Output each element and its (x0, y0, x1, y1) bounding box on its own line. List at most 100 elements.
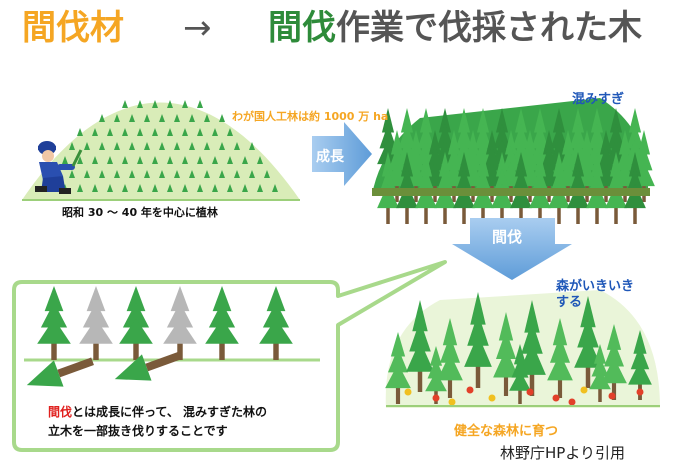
seedling-icon (227, 128, 233, 136)
seedling-icon (159, 114, 165, 122)
seedling-icon (152, 184, 158, 192)
flowers (404, 386, 644, 406)
remaining-tree-icon (119, 286, 153, 360)
title-arrow: → (183, 8, 212, 48)
seedling-icon (122, 156, 128, 164)
explanation-bubble (12, 260, 447, 452)
seedling-icon (249, 170, 255, 178)
seedling-icon (152, 100, 158, 108)
seedling-icon (77, 184, 83, 192)
seedling-icon (204, 170, 210, 178)
thinned-tree-icon (163, 286, 197, 360)
seedling-icon (152, 128, 158, 136)
source-label: 林野庁HPより引用 (500, 444, 626, 462)
seedling-icon (137, 128, 143, 136)
seedling-icon (197, 100, 203, 108)
remaining-tree-icon (205, 286, 239, 360)
seedling-icon (84, 142, 90, 150)
seedling-icon (227, 156, 233, 164)
area-label: わが国人工林は約 1000 万 ha (232, 110, 389, 123)
seedling-icon (204, 114, 210, 122)
seedling-icon (219, 170, 225, 178)
crowded-tree-icon (510, 152, 532, 224)
healthy-tree-icon (574, 296, 602, 388)
seedling-icon (197, 128, 203, 136)
seedling-icon (92, 156, 98, 164)
seedling-icon (174, 114, 180, 122)
healthy-tree-icon (601, 324, 627, 400)
seedling-icon (182, 100, 188, 108)
seedling-icon (257, 156, 263, 164)
seedling-icon (92, 184, 98, 192)
growth-label: 成長 (316, 149, 344, 165)
seedling-icon (197, 156, 203, 164)
remaining-tree-icon (37, 286, 71, 360)
seedling-icon (107, 184, 113, 192)
seedling-icon (114, 142, 120, 150)
seedling-icon (257, 184, 263, 192)
definition-term: 間伐 (48, 405, 73, 419)
flower-icon (488, 394, 496, 402)
seedling-icon (234, 170, 240, 178)
seedling-icon (234, 142, 240, 150)
healthy-forest (385, 290, 660, 408)
seedling-icon (122, 128, 128, 136)
seedling-icon (204, 142, 210, 150)
flower-icon (568, 398, 576, 406)
healthy-label: 健全な森林に育つ (454, 424, 559, 439)
title-rest: 作業で伐採された木 (336, 8, 642, 48)
thinned-tree-icon (79, 286, 113, 360)
seedling-icon (242, 184, 248, 192)
seedling-icon (99, 170, 105, 178)
seedling-icon (212, 128, 218, 136)
definition-line1: 間伐とは成長に伴って、 混みすぎた林の (48, 403, 267, 420)
healthy-tree-icon (589, 344, 611, 402)
seedling-icon (212, 184, 218, 192)
seedling-icon (99, 142, 105, 150)
seedling-icon (249, 142, 255, 150)
seedling-icon (129, 142, 135, 150)
seedling-icon (182, 184, 188, 192)
seedling-icon (189, 114, 195, 122)
worker-icon (35, 141, 83, 194)
seedling-icon (122, 184, 128, 192)
seedling-icon (159, 170, 165, 178)
seedling-icon (129, 170, 135, 178)
seedling-icon (197, 184, 203, 192)
flower-icon (404, 388, 412, 396)
healthy-tree-icon (509, 344, 531, 404)
crowded-label: 混みすぎ (572, 92, 625, 107)
flower-icon (526, 388, 534, 396)
planted-hill (22, 100, 300, 201)
healthy-tree-icon (547, 318, 573, 398)
seedling-icon (107, 128, 113, 136)
seedling-icon (69, 142, 75, 150)
seedling-icon (167, 184, 173, 192)
healthy-tree-icon (493, 312, 519, 396)
down-arrow-icon (452, 218, 572, 280)
seedling-icon (69, 170, 75, 178)
seedling-icon (92, 128, 98, 136)
seedling-icon (174, 142, 180, 150)
seedling-icon (122, 100, 128, 108)
seedling-icon (152, 156, 158, 164)
seedling-icon (174, 170, 180, 178)
seedling-icon (212, 156, 218, 164)
vibrant-label: 森がいきいき する (556, 279, 635, 310)
seedling-icon (167, 128, 173, 136)
flower-icon (608, 392, 616, 400)
flower-icon (552, 394, 560, 402)
seedling-icon (219, 142, 225, 150)
healthy-tree-icon (385, 332, 411, 404)
felled-trees (26, 351, 182, 387)
healthy-tree-icon (518, 300, 546, 396)
seedling-icon (137, 156, 143, 164)
planted-label: 昭和 30 〜 40 年を中心に植林 (62, 206, 218, 219)
seedling-icon (167, 100, 173, 108)
title-kanbatsu: 間伐 (268, 8, 336, 48)
flower-icon (636, 388, 644, 396)
flower-icon (432, 394, 440, 402)
right-arrow-icon (312, 122, 372, 186)
seedling-icon (182, 128, 188, 136)
